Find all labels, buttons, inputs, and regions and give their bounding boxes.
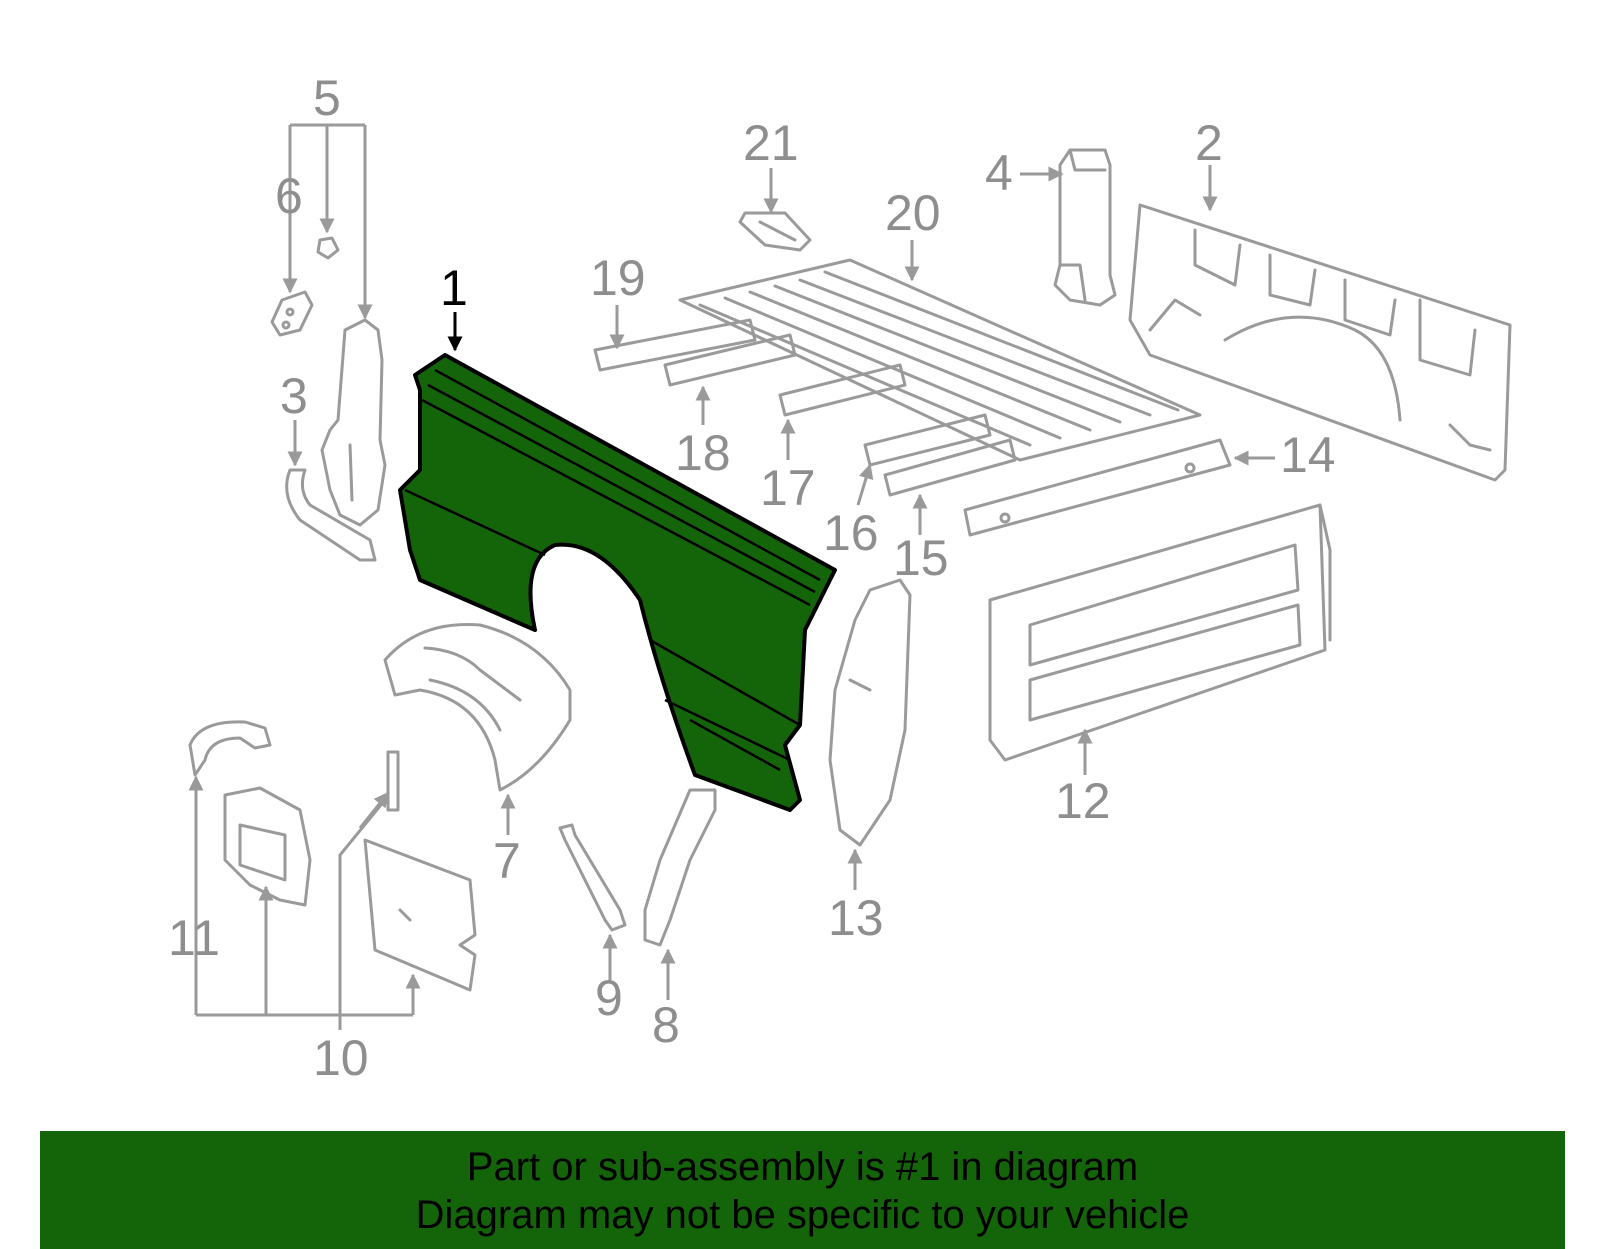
part-2-front-panel[interactable] [1128, 203, 1512, 482]
callout-2: 2 [1195, 115, 1223, 171]
info-banner: Part or sub-assembly is #1 in diagram Di… [40, 1131, 1565, 1249]
part-7-wheelhouse[interactable] [383, 622, 572, 792]
callout-6: 6 [275, 168, 303, 224]
banner-line-1: Part or sub-assembly is #1 in diagram [466, 1145, 1139, 1189]
callout-17: 17 [760, 460, 816, 516]
part-18-sill[interactable] [663, 333, 797, 387]
callout-13: 13 [828, 890, 884, 946]
part-10-plate[interactable] [363, 838, 477, 992]
callout-12: 12 [1055, 773, 1111, 829]
part-16-sill[interactable] [863, 413, 992, 467]
part-17-sill[interactable] [778, 363, 907, 417]
part-8-support[interactable] [643, 788, 717, 947]
part-3-bracket[interactable] [285, 468, 377, 562]
part-12-tailgate[interactable] [988, 503, 1332, 762]
parts-diagram: 1 2 3 4 5 6 7 8 9 10 11 12 13 14 15 16 1… [168, 70, 1512, 1086]
callout-14: 14 [1280, 427, 1336, 483]
callout-18: 18 [675, 425, 731, 481]
part-11-mount-plate[interactable] [223, 786, 312, 907]
banner-line-2: Diagram may not be specific to your vehi… [415, 1193, 1190, 1237]
leader-lines [188, 123, 1275, 1030]
part-10-bolt[interactable] [386, 750, 400, 812]
callout-7: 7 [493, 833, 521, 889]
part-9-strap[interactable] [558, 823, 627, 932]
part-5-clip[interactable] [316, 236, 340, 260]
callout-5: 5 [313, 70, 341, 126]
callout-1: 1 [440, 260, 468, 316]
callout-19: 19 [590, 250, 646, 306]
callout-15: 15 [893, 530, 949, 586]
part-4-corner-post[interactable] [1053, 148, 1117, 307]
callout-16: 16 [823, 505, 879, 561]
callout-8: 8 [652, 997, 680, 1053]
part-21-clip[interactable] [738, 211, 812, 252]
part-14-crossmember[interactable] [963, 438, 1232, 537]
callout-labels: 1 2 3 4 5 6 7 8 9 10 11 12 13 14 15 16 1… [168, 70, 1336, 1086]
callout-10: 10 [313, 1030, 369, 1086]
part-5-side-pillar[interactable] [320, 318, 387, 527]
part-19-sill[interactable] [593, 318, 757, 372]
part-6-nut-plate[interactable] [270, 290, 314, 337]
part-13-inner-panel[interactable] [828, 578, 912, 847]
part-11-strap-bracket[interactable] [188, 720, 272, 777]
callout-21: 21 [743, 115, 799, 171]
part-20-floor[interactable] [678, 258, 1202, 462]
callout-20: 20 [885, 185, 941, 241]
part-1-side-panel[interactable] [398, 353, 837, 812]
callout-4: 4 [985, 145, 1013, 201]
part-15-sill[interactable] [883, 438, 1017, 497]
callout-9: 9 [595, 970, 623, 1026]
callout-11: 11 [168, 910, 220, 966]
callout-3: 3 [280, 368, 308, 424]
